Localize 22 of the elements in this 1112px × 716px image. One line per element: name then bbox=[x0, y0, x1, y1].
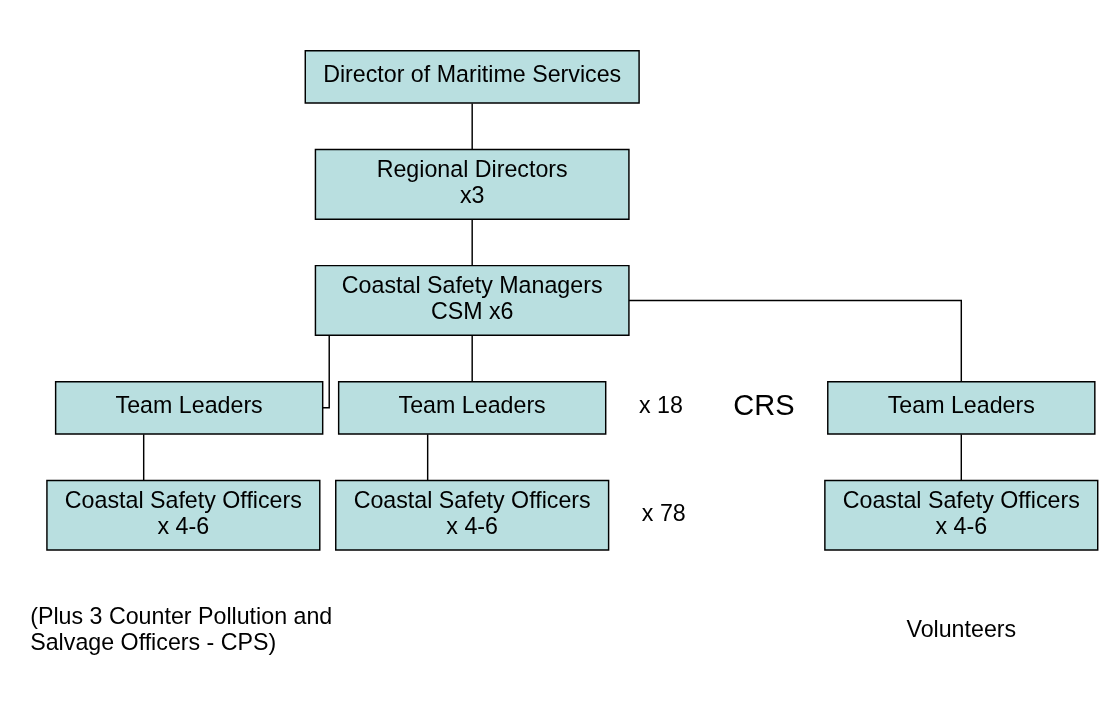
node-box: Regional Directors x3 bbox=[314, 148, 630, 220]
node-box: Director of Maritime Services bbox=[304, 49, 640, 104]
connector bbox=[142, 433, 145, 481]
node-box: Team Leaders bbox=[337, 380, 607, 435]
node-box: Coastal Safety Officers x 4-6 bbox=[824, 479, 1099, 551]
connector bbox=[960, 433, 963, 481]
node-box: Team Leaders bbox=[827, 380, 1096, 435]
label: Volunteers bbox=[906, 615, 1017, 642]
node-box: Coastal Safety Managers CSM x6 bbox=[314, 264, 630, 336]
label: x 78 bbox=[641, 499, 686, 526]
node-box: Coastal Safety Officers x 4-6 bbox=[46, 479, 321, 551]
label: CRS bbox=[733, 388, 795, 421]
connector bbox=[322, 334, 330, 409]
node-box: Team Leaders bbox=[54, 380, 324, 435]
node-box: Coastal Safety Officers x 4-6 bbox=[335, 479, 610, 551]
connector bbox=[471, 217, 473, 266]
connector bbox=[628, 299, 963, 382]
label: x 18 bbox=[638, 391, 683, 418]
connector bbox=[471, 102, 473, 150]
connector bbox=[426, 433, 429, 481]
label: (Plus 3 Counter Pollution and Salvage Officers - CPS) bbox=[30, 602, 333, 655]
connector bbox=[471, 334, 473, 382]
